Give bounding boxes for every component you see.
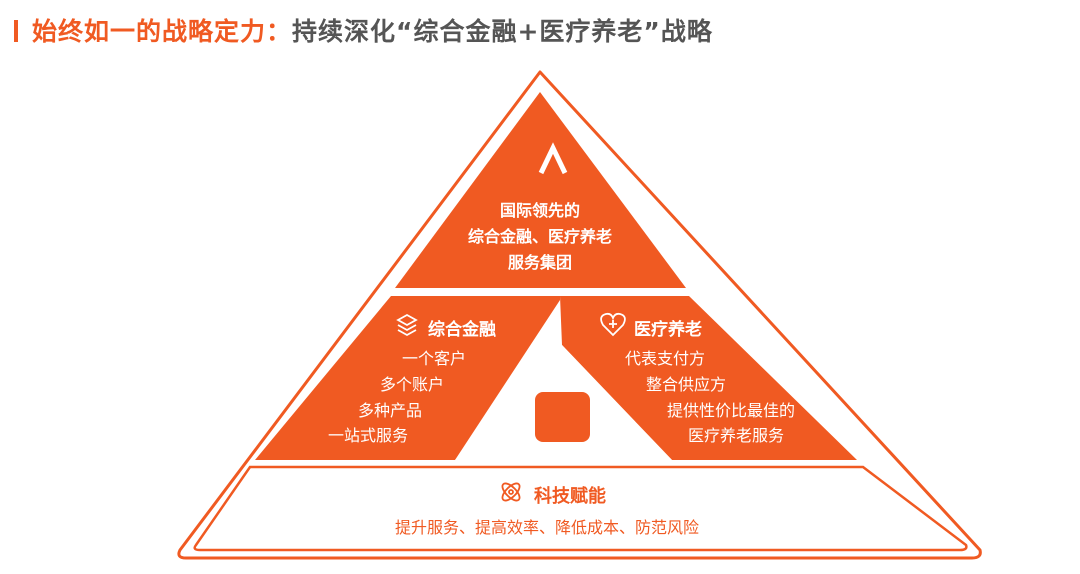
slide-title: 始终如一的战略定力：持续深化“综合金融+医疗养老”战略 [14, 12, 713, 48]
health-heading: 医疗养老 [634, 320, 702, 340]
health-item: 整合供应方 [646, 375, 727, 394]
layers-icon [396, 313, 418, 337]
apex-line: 综合金融、医疗养老 [467, 227, 612, 246]
logo-icon [538, 142, 568, 175]
pyramid-outline [177, 70, 982, 560]
health-segment [560, 296, 857, 460]
finance-item: 一个客户 [402, 349, 467, 368]
heart-plus-icon [600, 312, 626, 337]
finance-item: 多种产品 [358, 401, 423, 420]
health-item: 医疗养老服务 [688, 426, 785, 445]
title-rest: 持续深化“综合金融+医疗养老”战略 [292, 17, 713, 46]
apex-line: 服务集团 [507, 253, 572, 272]
apex-line: 国际领先的 [499, 201, 580, 220]
finance-item: 一站式服务 [328, 426, 409, 445]
health-item: 代表支付方 [625, 349, 706, 368]
title-bar [14, 20, 18, 42]
finance-heading: 综合金融 [428, 320, 496, 340]
center-square [535, 392, 590, 442]
finance-segment [255, 296, 560, 460]
health-item: 提供性价比最佳的 [667, 401, 796, 420]
tech-heading: 科技赋能 [534, 486, 606, 507]
atom-icon [501, 482, 521, 502]
apex-segment [395, 92, 686, 288]
tech-band [193, 465, 968, 552]
tech-description: 提升服务、提高效率、降低成本、防范风险 [395, 518, 700, 537]
title-highlight: 始终如一的战略定力： [32, 17, 293, 46]
apex-text: 国际领先的 综合金融、医疗养老 服务集团 [440, 198, 640, 276]
finance-item: 多个账户 [380, 375, 445, 394]
